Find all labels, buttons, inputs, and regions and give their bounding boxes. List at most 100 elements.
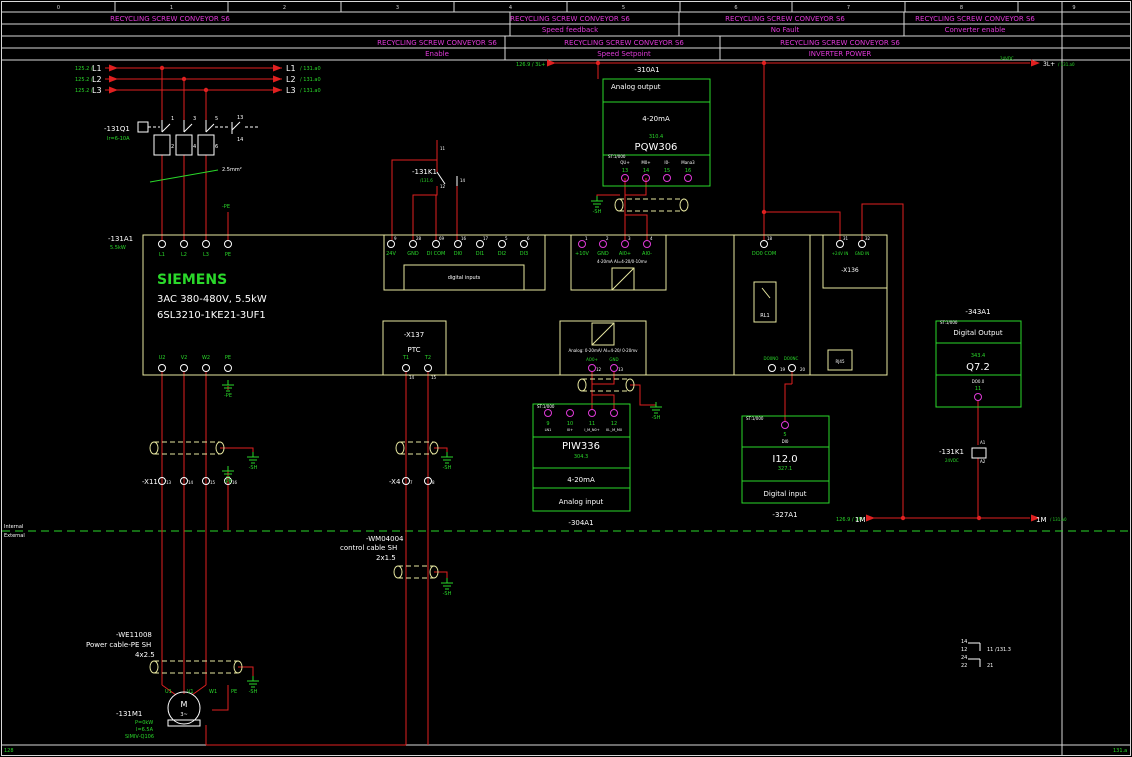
do-pin: DO0NC [784,356,799,361]
vfd-pin: PE [225,355,231,361]
supply-label: L1 [286,64,296,73]
contact-pin: 11 [440,146,446,151]
cable1-tag: -WM04004 [366,535,404,543]
ai-terminal [599,240,607,248]
x11-pin: 14 [188,480,194,485]
ptc-block [382,320,447,376]
dout-pin: 11 [975,386,981,392]
dout-title: Digital Output [953,329,1002,337]
column-number: 2 [283,5,286,11]
breaker-pin: 4 [193,144,196,150]
x136-num: 32 [865,236,871,241]
supply-label: L1 [92,64,102,73]
di-slot: ST:1/000 [746,416,764,421]
supply-ref: 125.2 / [75,77,93,83]
supply-label: L3 [286,86,296,95]
supply-ref: 125.2 / [75,88,93,94]
header-title: RECYCLING SCREW CONVEYOR S6 [725,15,845,23]
do-num: 20 [800,367,806,372]
vfd-power: 5.5kW [110,245,126,251]
x136-num: 31 [843,236,849,241]
pqw-terminal [684,174,692,182]
header-title: RECYCLING SCREW CONVEYOR S6 [377,39,497,47]
header-title: RECYCLING SCREW CONVEYOR S6 [110,15,230,23]
motor-icon [167,691,201,725]
vfd-input-terminal [202,240,210,248]
piw-terminal [610,409,618,417]
arrow-icon [1031,59,1040,67]
x136-label: -X136 [841,267,859,274]
piw-range: 4-20mA [567,476,595,484]
ground-label: -SH [652,415,661,421]
ground-label: -SH [443,591,452,597]
di-pin: DI2 [498,251,507,257]
di-tag: -327A1 [772,511,797,519]
shield-wire [630,384,656,406]
page-ref: 131.a [1113,748,1127,754]
x4-tag: -X4 [389,478,401,486]
dout-ref: 343.4 [971,353,985,359]
piw-pin-label: I0-_M_M0 [606,428,622,432]
column-number: 1 [170,5,173,11]
supply-label: L2 [286,75,296,84]
vfd-input-terminal [224,240,232,248]
motor-pe-wire [212,685,229,711]
header-title: RECYCLING SCREW CONVEYOR S6 [780,39,900,47]
plus-dst: 3L+ [1043,61,1055,68]
shield-wire [434,447,448,455]
x137-label: -X137 [404,331,424,339]
cable-section-mark [149,169,219,183]
di-pin-num: 5 [783,432,786,438]
do-bot-terminal [788,364,796,372]
pqw-terminal [621,174,629,182]
shield-end-icon [393,565,403,579]
x136-pin: GND IN [855,251,870,256]
minus-dst-ref: / 131.a0 [1050,517,1067,522]
coil-volt: 24VDC [945,458,959,463]
pqw-terminal [642,174,650,182]
shield-wire [238,666,254,680]
di-terminal [498,240,506,248]
x4-pin: 7 [410,480,413,485]
di-num: 16 [461,236,467,241]
ao-signal-wire [624,178,648,240]
di-pin: DI1 [476,251,485,257]
breaker-pin: 3 [193,116,196,122]
piw-terminal [566,409,574,417]
vfd-tag: -131A1 [108,235,133,243]
piw-pin-label: I0+ [567,428,573,432]
digital-inputs-label: digital inputs [448,275,481,281]
ai-range: 4-20mA AI=4-20/0-10mv [597,259,648,264]
column-number: 4 [509,5,512,11]
breaker-tag: -131Q1 [104,125,130,133]
pqw-pin-num: 14 [643,168,649,174]
relay-output-block [733,234,811,376]
x136-pin: +24V IN [832,251,849,256]
pqw-pin-num: 15 [664,168,670,174]
cable2-size: 4x2.5 [135,651,155,659]
vfd-output-terminal [224,364,232,372]
contact-blade [436,171,446,185]
xref-num: 24 [961,655,967,661]
shield-end-icon [614,198,624,212]
page-ref: 128 [4,748,14,754]
ao-pin: AO0+ [586,357,598,362]
dout-tag: -343A1 [965,308,990,316]
vfd-pin: L1 [159,252,165,258]
breaker-pin: 13 [237,115,243,121]
di-pin: DI3 [520,251,529,257]
pqw-box [602,78,711,187]
ptc-pin: T2 [424,355,431,361]
column-number: 3 [396,5,399,11]
ao-label: Analog: 0-20mA/ AI=4-20/ 0-20mv [568,348,638,353]
piw-title: Analog input [559,498,604,506]
coil-a2: A2 [980,459,986,464]
xref-num: 22 [961,663,967,669]
relay-contact [761,287,771,299]
motor-partno: SIMIV-Q106 [125,734,154,740]
di-terminal [387,240,395,248]
ai-terminal [643,240,651,248]
di-pin-label: DI0 [782,439,789,444]
cable-section: 2.5mm² [222,167,242,173]
